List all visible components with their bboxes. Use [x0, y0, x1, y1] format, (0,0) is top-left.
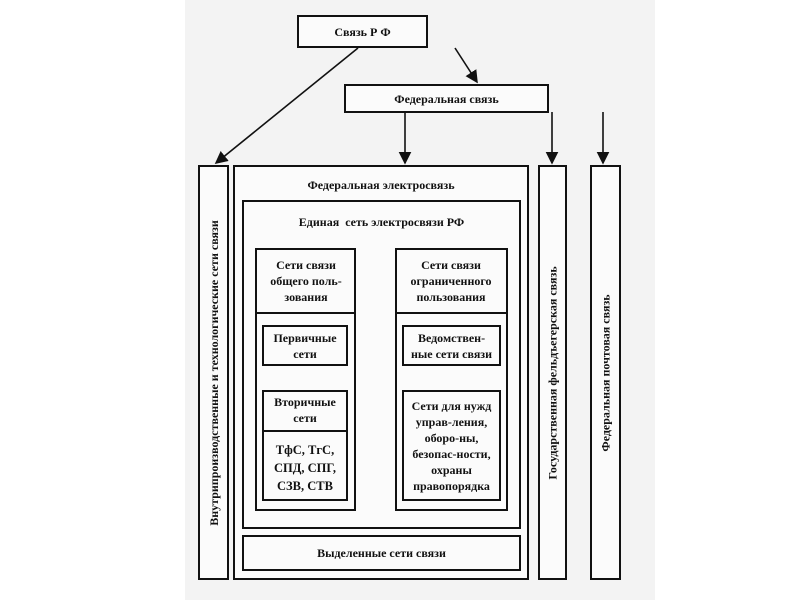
- divider: [395, 312, 508, 314]
- primary-networks-label: Первичные сети: [273, 330, 337, 361]
- root-label: Связь Р Ф: [334, 24, 391, 39]
- secondary-networks-box: [262, 390, 348, 501]
- federal-telecom-label: Федеральная электросвязь: [307, 178, 455, 192]
- arrow-to-federal: [454, 47, 478, 84]
- internal-networks-label: Внутрипроизводственные и технологические…: [206, 219, 221, 526]
- internal-networks-box: Внутрипроизводственные и технологические…: [198, 165, 229, 580]
- courier-service-box: Государственная фельдъегерская связь: [538, 165, 567, 580]
- root-box: Связь Р Ф: [297, 15, 428, 48]
- unified-network-label: Единая сеть электросвязи РФ: [298, 215, 465, 229]
- postal-service-label: Федеральная почтовая связь: [598, 293, 613, 452]
- divider: [255, 312, 356, 314]
- primary-networks-box: Первичные сети: [262, 325, 348, 366]
- dedicated-networks-box: Выделенные сети связи: [242, 535, 521, 571]
- federal-box: Федеральная связь: [344, 84, 549, 113]
- dedicated-networks-label: Выделенные сети связи: [317, 546, 446, 560]
- restricted-networks-title: Сети связи ограниченного пользования: [410, 258, 492, 304]
- federal-label: Федеральная связь: [394, 91, 499, 106]
- secondary-networks-list: ТфС, ТгС, СПД, СПГ, СЗВ, СТВ: [273, 443, 337, 493]
- public-networks-title: Сети связи общего поль-зования: [270, 258, 342, 304]
- departmental-networks-label: Ведомствен-ные сети связи: [410, 330, 493, 361]
- secondary-networks-label: Вторичные сети: [274, 395, 336, 425]
- courier-service-label: Государственная фельдъегерская связь: [545, 265, 560, 480]
- special-purpose-networks-label: Сети для нужд управ-ления, оборо-ны, без…: [411, 398, 492, 493]
- divider: [262, 430, 348, 432]
- special-purpose-networks-box: Сети для нужд управ-ления, оборо-ны, без…: [402, 390, 501, 501]
- postal-service-box: Федеральная почтовая связь: [590, 165, 621, 580]
- arrow-to-internal: [214, 47, 359, 165]
- departmental-networks-box: Ведомствен-ные сети связи: [402, 325, 501, 366]
